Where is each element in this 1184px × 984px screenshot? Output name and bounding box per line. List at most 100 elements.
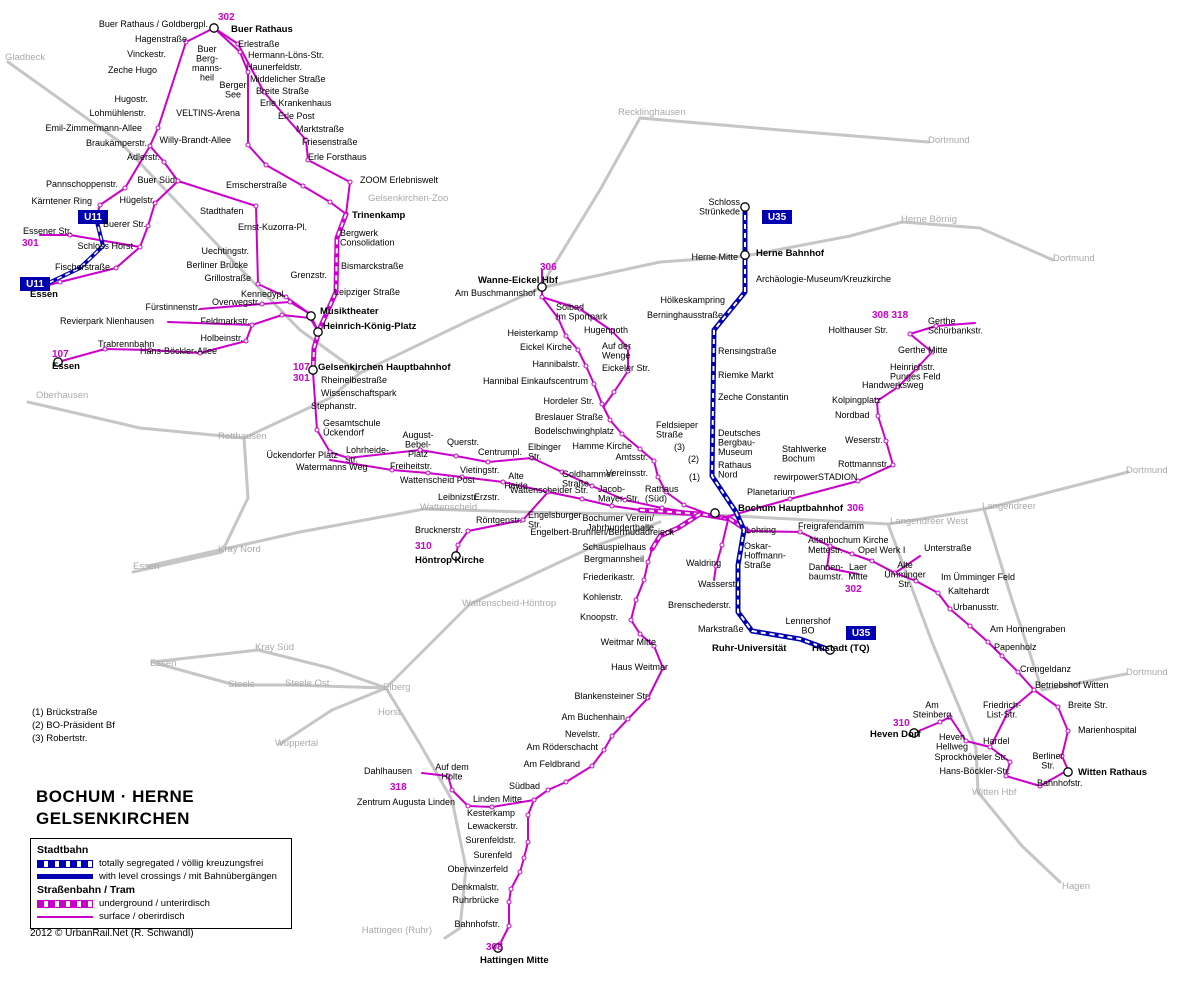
station-label: Uechtingstr. [201,246,249,256]
legend-row-segregated: totally segregated / völlig kreuzungsfre… [37,858,285,869]
station-dot [525,812,531,818]
station-label: Hugostr. [114,94,148,104]
station-dot [1037,783,1043,789]
station-label: 107 [52,349,69,360]
station-dot [892,570,898,576]
station-label: Vinckestr. [127,49,166,59]
station-dot [609,733,615,739]
station-label: Essen [150,658,176,669]
station-dot [913,578,919,584]
station-label: Bahnhofstr. [1037,778,1083,788]
station-label: Kolpingplatz [832,395,882,405]
tram-buer-west [37,27,215,289]
station-label: Schauspielhaus [582,542,646,552]
station-label: Im Ümminger Feld [941,572,1015,582]
rail-langendreer-dortmund [982,507,1128,692]
line-badge-u35: U35 [762,210,792,224]
station-dot [719,542,725,548]
station-label: Musiktheater [320,306,379,317]
station-dot [147,347,153,353]
station-dot [985,639,991,645]
station-label: Stephanstr. [311,401,357,411]
station-label: Holthauser Str. [828,325,888,335]
station-label: Röntgenstr. [476,515,522,525]
station-label: Rathaus(Süd) [645,484,679,504]
station-label: Rottmannstr. [838,459,889,469]
interchange-station [53,357,63,367]
station-label: Grenzstr. [290,270,327,280]
station-dot [577,306,583,312]
legend-label-level-crossings: with level crossings / mit Bahnübergänge… [99,871,277,882]
station-label: Amtsstr. [615,452,648,462]
station-label: Eickel Kirche [520,342,572,352]
station-dot [563,779,569,785]
station-label: 308 318 [872,310,909,321]
station-label: Dortmund [1126,667,1168,678]
station-dot [591,381,597,387]
station-label: VELTINS-Arena [176,108,240,118]
station-dot [327,449,333,455]
station-dot [255,281,261,287]
station-dot [455,542,461,548]
station-label: Buer Rathaus / Goldbergpl. [99,19,208,29]
station-label: Marktstraße [296,124,344,134]
station-label: Friesenstraße [302,137,358,147]
legend-label-segregated: totally segregated / völlig kreuzungsfre… [99,858,264,869]
station-label: Am Röderschacht [526,742,598,752]
station-dot [137,244,143,250]
station-label: (1) [689,472,700,482]
tram-overwegstr [199,301,311,315]
station-label: Nordbad [835,410,870,420]
station-label: Jacob-Mayer-Str. [598,484,640,504]
station-label: Wanne-Eickel Hbf [478,275,559,286]
station-dot [890,462,896,468]
station-dot [235,41,241,47]
station-label: Kennedypl. [241,289,286,299]
station-label: Wattenscheid-Höntrop [462,598,556,609]
station-label: Zeche Constantin [718,392,789,402]
station-label: Gelsenkirchen-Zoo [368,193,448,204]
station-label: Breslauer Straße [535,412,603,422]
station-dot [445,773,451,779]
station-dot [545,489,551,495]
interchange-station [308,365,318,375]
station-dot [663,489,669,495]
tram-ge-underground-casing [312,213,347,373]
station-label: Hagen [1062,881,1090,892]
station-label: Rheinelbestraße [321,375,387,385]
interchange-station [209,23,219,33]
station-dot [787,496,793,502]
station-label: Centrumpl. [478,447,522,457]
station-label: Am Honnengraben [990,624,1066,634]
station-label: Essen [30,289,58,300]
station-label: Höntrop Kirche [415,555,484,566]
station-label: Pannschoppenstr. [46,179,118,189]
station-label: Brucknerstr. [415,525,463,535]
station-dot [875,413,881,419]
station-label: Overwegstr. [212,297,260,307]
station-label: Fischerstraße [55,262,110,272]
station-label: Hattingen Mitte [480,955,549,966]
station-dot [987,744,993,750]
station-dot [521,855,527,861]
station-label: Gelsenkirchen Hauptbahnhof [318,362,451,373]
station-dot [599,401,605,407]
station-dot [529,455,535,461]
station-label: Südbad [509,781,540,791]
station-dot [183,39,189,45]
rail-sbahn-bochum [146,470,1130,568]
station-dot [645,559,651,565]
station-dot [579,496,585,502]
